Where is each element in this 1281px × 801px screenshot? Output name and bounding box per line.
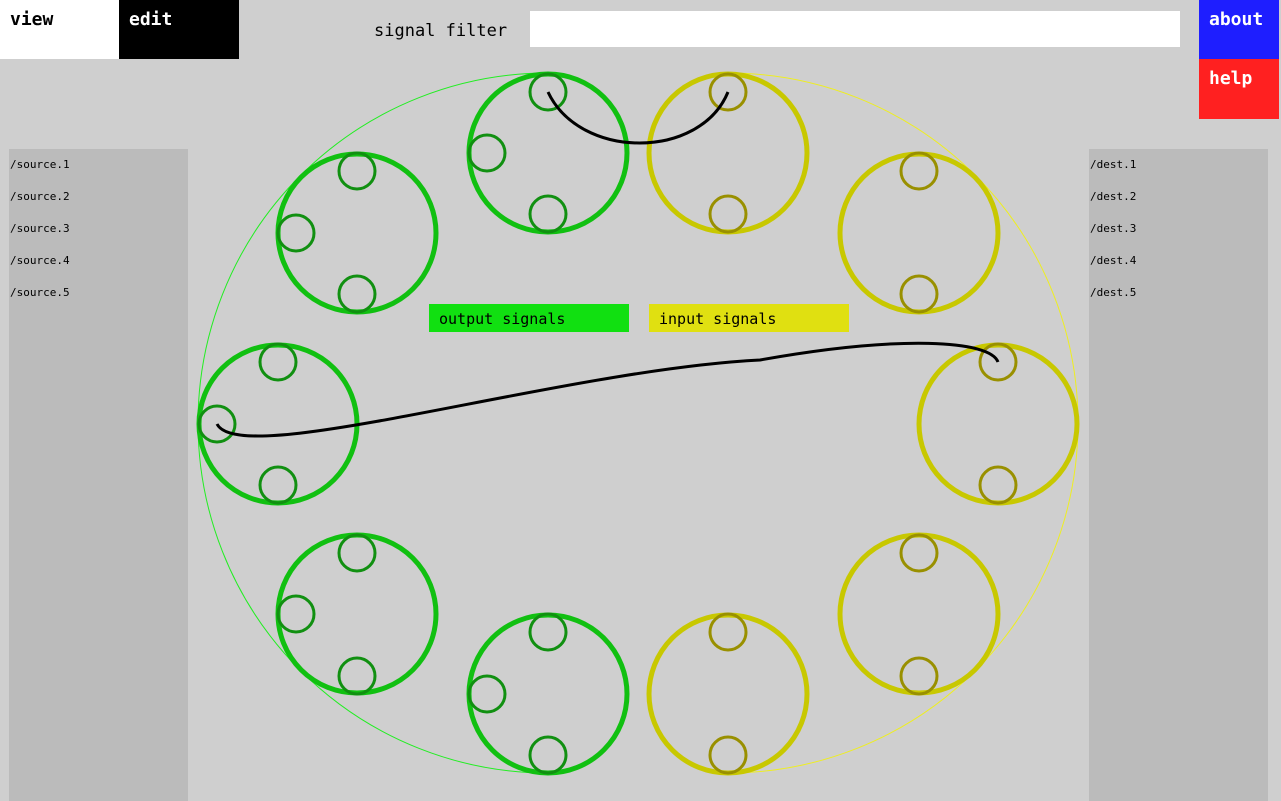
input-signal-port[interactable] <box>899 533 939 573</box>
output-device-node[interactable] <box>275 151 439 315</box>
source-item[interactable]: /source.2 <box>10 190 70 203</box>
input-signal-port[interactable] <box>978 342 1018 382</box>
output-signal-port[interactable] <box>337 533 377 573</box>
output-signal-port[interactable] <box>197 404 237 444</box>
output-signal-port[interactable] <box>337 274 377 314</box>
output-device-node[interactable] <box>196 342 360 506</box>
input-device-node[interactable] <box>646 612 810 776</box>
tab-edit[interactable]: edit <box>119 0 239 59</box>
signal-filter-label: signal filter <box>374 21 508 41</box>
input-signal-port[interactable] <box>708 612 748 652</box>
output-signal-port[interactable] <box>337 151 377 191</box>
destination-item[interactable]: /dest.3 <box>1090 222 1137 235</box>
destination-item[interactable]: /dest.4 <box>1090 254 1137 267</box>
source-item[interactable]: /source.3 <box>10 222 70 235</box>
legend-input-signals: input signals <box>649 304 849 332</box>
output-signal-port[interactable] <box>337 656 377 696</box>
destination-item[interactable]: /dest.5 <box>1090 286 1137 299</box>
destination-item[interactable]: /dest.1 <box>1090 158 1137 171</box>
output-signal-port[interactable] <box>276 594 316 634</box>
source-item[interactable]: /source.5 <box>10 286 70 299</box>
input-signal-port[interactable] <box>899 151 939 191</box>
input-signal-port[interactable] <box>708 194 748 234</box>
output-signal-port[interactable] <box>276 213 316 253</box>
input-signal-port[interactable] <box>978 465 1018 505</box>
output-signal-port[interactable] <box>528 72 568 112</box>
tab-view[interactable]: view <box>0 0 119 59</box>
connection-line[interactable] <box>215 341 1000 438</box>
input-signal-port[interactable] <box>899 656 939 696</box>
source-item[interactable]: /source.4 <box>10 254 70 267</box>
source-list-panel: /source.1 /source.2 /source.3 /source.4 … <box>9 149 188 801</box>
about-button[interactable]: about <box>1199 0 1279 59</box>
input-device-node[interactable] <box>916 342 1080 506</box>
output-signal-port[interactable] <box>528 194 568 234</box>
output-signal-port[interactable] <box>528 735 568 775</box>
destination-list-panel: /dest.1 /dest.2 /dest.3 /dest.4 /dest.5 <box>1089 149 1268 801</box>
output-device-node[interactable] <box>275 532 439 696</box>
output-signal-port[interactable] <box>467 674 507 714</box>
output-device-node[interactable] <box>466 71 630 235</box>
output-signal-port[interactable] <box>467 133 507 173</box>
input-signal-port[interactable] <box>899 274 939 314</box>
destination-item[interactable]: /dest.2 <box>1090 190 1137 203</box>
input-device-node[interactable] <box>837 151 1001 315</box>
connection-line[interactable] <box>546 91 730 145</box>
help-button[interactable]: help <box>1199 59 1279 119</box>
signal-filter-input[interactable] <box>529 10 1181 48</box>
output-device-node[interactable] <box>466 612 630 776</box>
input-device-node[interactable] <box>837 532 1001 696</box>
output-signal-port[interactable] <box>528 612 568 652</box>
input-signal-port[interactable] <box>708 735 748 775</box>
input-device-node[interactable] <box>646 71 810 235</box>
output-signal-port[interactable] <box>258 465 298 505</box>
output-signal-port[interactable] <box>258 342 298 382</box>
source-item[interactable]: /source.1 <box>10 158 70 171</box>
legend-output-signals: output signals <box>429 304 629 332</box>
input-signal-port[interactable] <box>708 72 748 112</box>
